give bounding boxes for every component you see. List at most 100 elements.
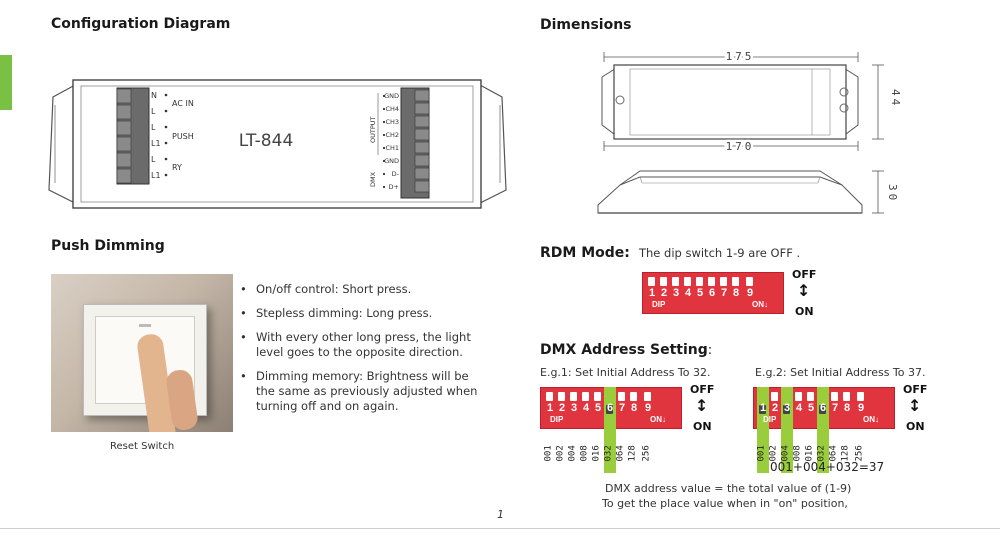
svg-text:D+: D+ <box>389 183 399 191</box>
terminal-label: L <box>151 155 156 164</box>
footer-rule <box>0 528 1000 529</box>
dip-number: 6 <box>819 402 827 414</box>
dip-switch-9[interactable] <box>644 392 651 401</box>
dip-switch-6[interactable] <box>708 277 715 286</box>
dip-value: 016 <box>591 445 602 462</box>
dip-number: 3 <box>783 402 791 414</box>
on-legend: ON <box>693 420 712 433</box>
dip-switch-1[interactable] <box>546 392 553 401</box>
dip-number: 4 <box>795 402 803 414</box>
on-label: ON↓ <box>863 415 879 424</box>
list-item: •On/off control: Short press. <box>240 282 412 296</box>
dip-switch-5[interactable] <box>594 392 601 401</box>
dip-switch-4[interactable] <box>582 392 589 401</box>
dip-switch-4[interactable] <box>795 392 802 401</box>
dip-value: 032 <box>603 445 614 462</box>
dip-value: 064 <box>615 445 626 462</box>
dip-number: 2 <box>771 402 779 414</box>
dip-switch-5[interactable] <box>696 277 703 286</box>
svg-text:CH1: CH1 <box>385 144 399 152</box>
dip-number: 5 <box>594 402 602 414</box>
list-item: •Dimming memory: Brightness will be the … <box>240 369 478 413</box>
configuration-diagram: N L L L1 L L1 AC IN PUSH RY LT-844 GND C… <box>48 79 507 209</box>
dip-number: 2 <box>558 402 566 414</box>
dip-value: 256 <box>641 445 652 462</box>
dip-switch-4[interactable] <box>684 277 691 286</box>
model-label: LT-844 <box>239 131 294 151</box>
dip-number: 9 <box>644 402 652 414</box>
svg-text:CH4: CH4 <box>385 105 399 113</box>
dip-label: DIP <box>763 415 777 424</box>
note-line-1: DMX address value = the total value of (… <box>605 482 852 495</box>
svg-text:GND: GND <box>384 92 399 100</box>
dip-label: DIP <box>652 300 666 309</box>
output-label: OUTPUT <box>369 116 377 143</box>
reset-switch-photo <box>51 274 233 432</box>
rdm-mode-line: RDM Mode: The dip switch 1-9 are OFF . <box>540 245 801 261</box>
on-label: ON↓ <box>752 300 768 309</box>
side-tab <box>0 55 12 110</box>
dmx-label: DMX <box>369 171 377 187</box>
dip-value: 004 <box>567 445 578 462</box>
terminal-label: L <box>151 123 156 132</box>
dip-switch-7[interactable] <box>618 392 625 401</box>
dip-switch-6[interactable] <box>819 405 826 414</box>
dmx-address-heading: DMX Address Setting: <box>540 342 713 358</box>
on-legend: ON <box>795 305 814 318</box>
width-bottom-label: 170 <box>726 140 755 153</box>
terminal-label: L1 <box>151 139 161 148</box>
terminal-label: L1 <box>151 171 161 180</box>
dip-number: 8 <box>732 287 740 299</box>
dip-switch-7[interactable] <box>831 392 838 401</box>
dip-number: 1 <box>546 402 554 414</box>
dip-switch-7[interactable] <box>720 277 727 286</box>
group-label: RY <box>172 163 182 172</box>
terminal-label: L <box>151 107 156 116</box>
dip-number: 4 <box>582 402 590 414</box>
dip-number: 9 <box>857 402 865 414</box>
dip-switch-8[interactable] <box>843 392 850 401</box>
group-label: AC IN <box>172 99 194 108</box>
push-bullet-list: •On/off control: Short press. •Stepless … <box>240 282 495 414</box>
height-label: 44 <box>889 89 900 108</box>
list-item: •Stepless dimming: Long press. <box>240 306 433 320</box>
example-2-label: E.g.2: Set Initial Address To 37. <box>755 366 926 379</box>
dip-switch-1[interactable] <box>759 405 766 414</box>
dip-switch-8[interactable] <box>732 277 739 286</box>
up-down-arrow-icon: ↕ <box>797 281 811 300</box>
dip-switch-8[interactable] <box>630 392 637 401</box>
configuration-diagram-heading: Configuration Diagram <box>51 16 231 32</box>
dip-number: 6 <box>606 402 614 414</box>
dip-switch-6[interactable] <box>606 405 613 414</box>
svg-text:GND: GND <box>384 157 399 165</box>
dip-value: 128 <box>627 445 638 462</box>
example-1-label: E.g.1: Set Initial Address To 32. <box>540 366 711 379</box>
svg-text:CH3: CH3 <box>385 118 399 126</box>
depth-label: 30 <box>886 184 899 203</box>
dimensions-heading: Dimensions <box>540 17 632 33</box>
page-number: 1 <box>497 508 504 521</box>
dip-switch-2[interactable] <box>558 392 565 401</box>
dip-label: DIP <box>550 415 564 424</box>
dip-number: 2 <box>660 287 668 299</box>
sum-formula: 001+004+032=37 <box>770 460 885 474</box>
dip-switch-1[interactable] <box>648 277 655 286</box>
dip-switch-3[interactable] <box>783 405 790 414</box>
svg-text:CH2: CH2 <box>385 131 399 139</box>
dip-value: 001 <box>756 445 767 462</box>
dip-switch-3[interactable] <box>570 392 577 401</box>
dip-switch-2[interactable] <box>771 392 778 401</box>
note-line-2: To get the place value when in "on" posi… <box>602 497 848 510</box>
dip-number: 3 <box>570 402 578 414</box>
photo-caption: Reset Switch <box>110 441 175 452</box>
dip-switch-3[interactable] <box>672 277 679 286</box>
dip-switch-5[interactable] <box>807 392 814 401</box>
terminal-label: N <box>151 91 157 100</box>
dip-switch-9[interactable] <box>857 392 864 401</box>
up-down-arrow-icon: ↕ <box>908 396 922 415</box>
dip-number: 7 <box>618 402 626 414</box>
off-legend: OFF <box>903 383 928 396</box>
dip-switch-2[interactable] <box>660 277 667 286</box>
dip-switch-9[interactable] <box>746 277 753 286</box>
dip-number: 3 <box>672 287 680 299</box>
